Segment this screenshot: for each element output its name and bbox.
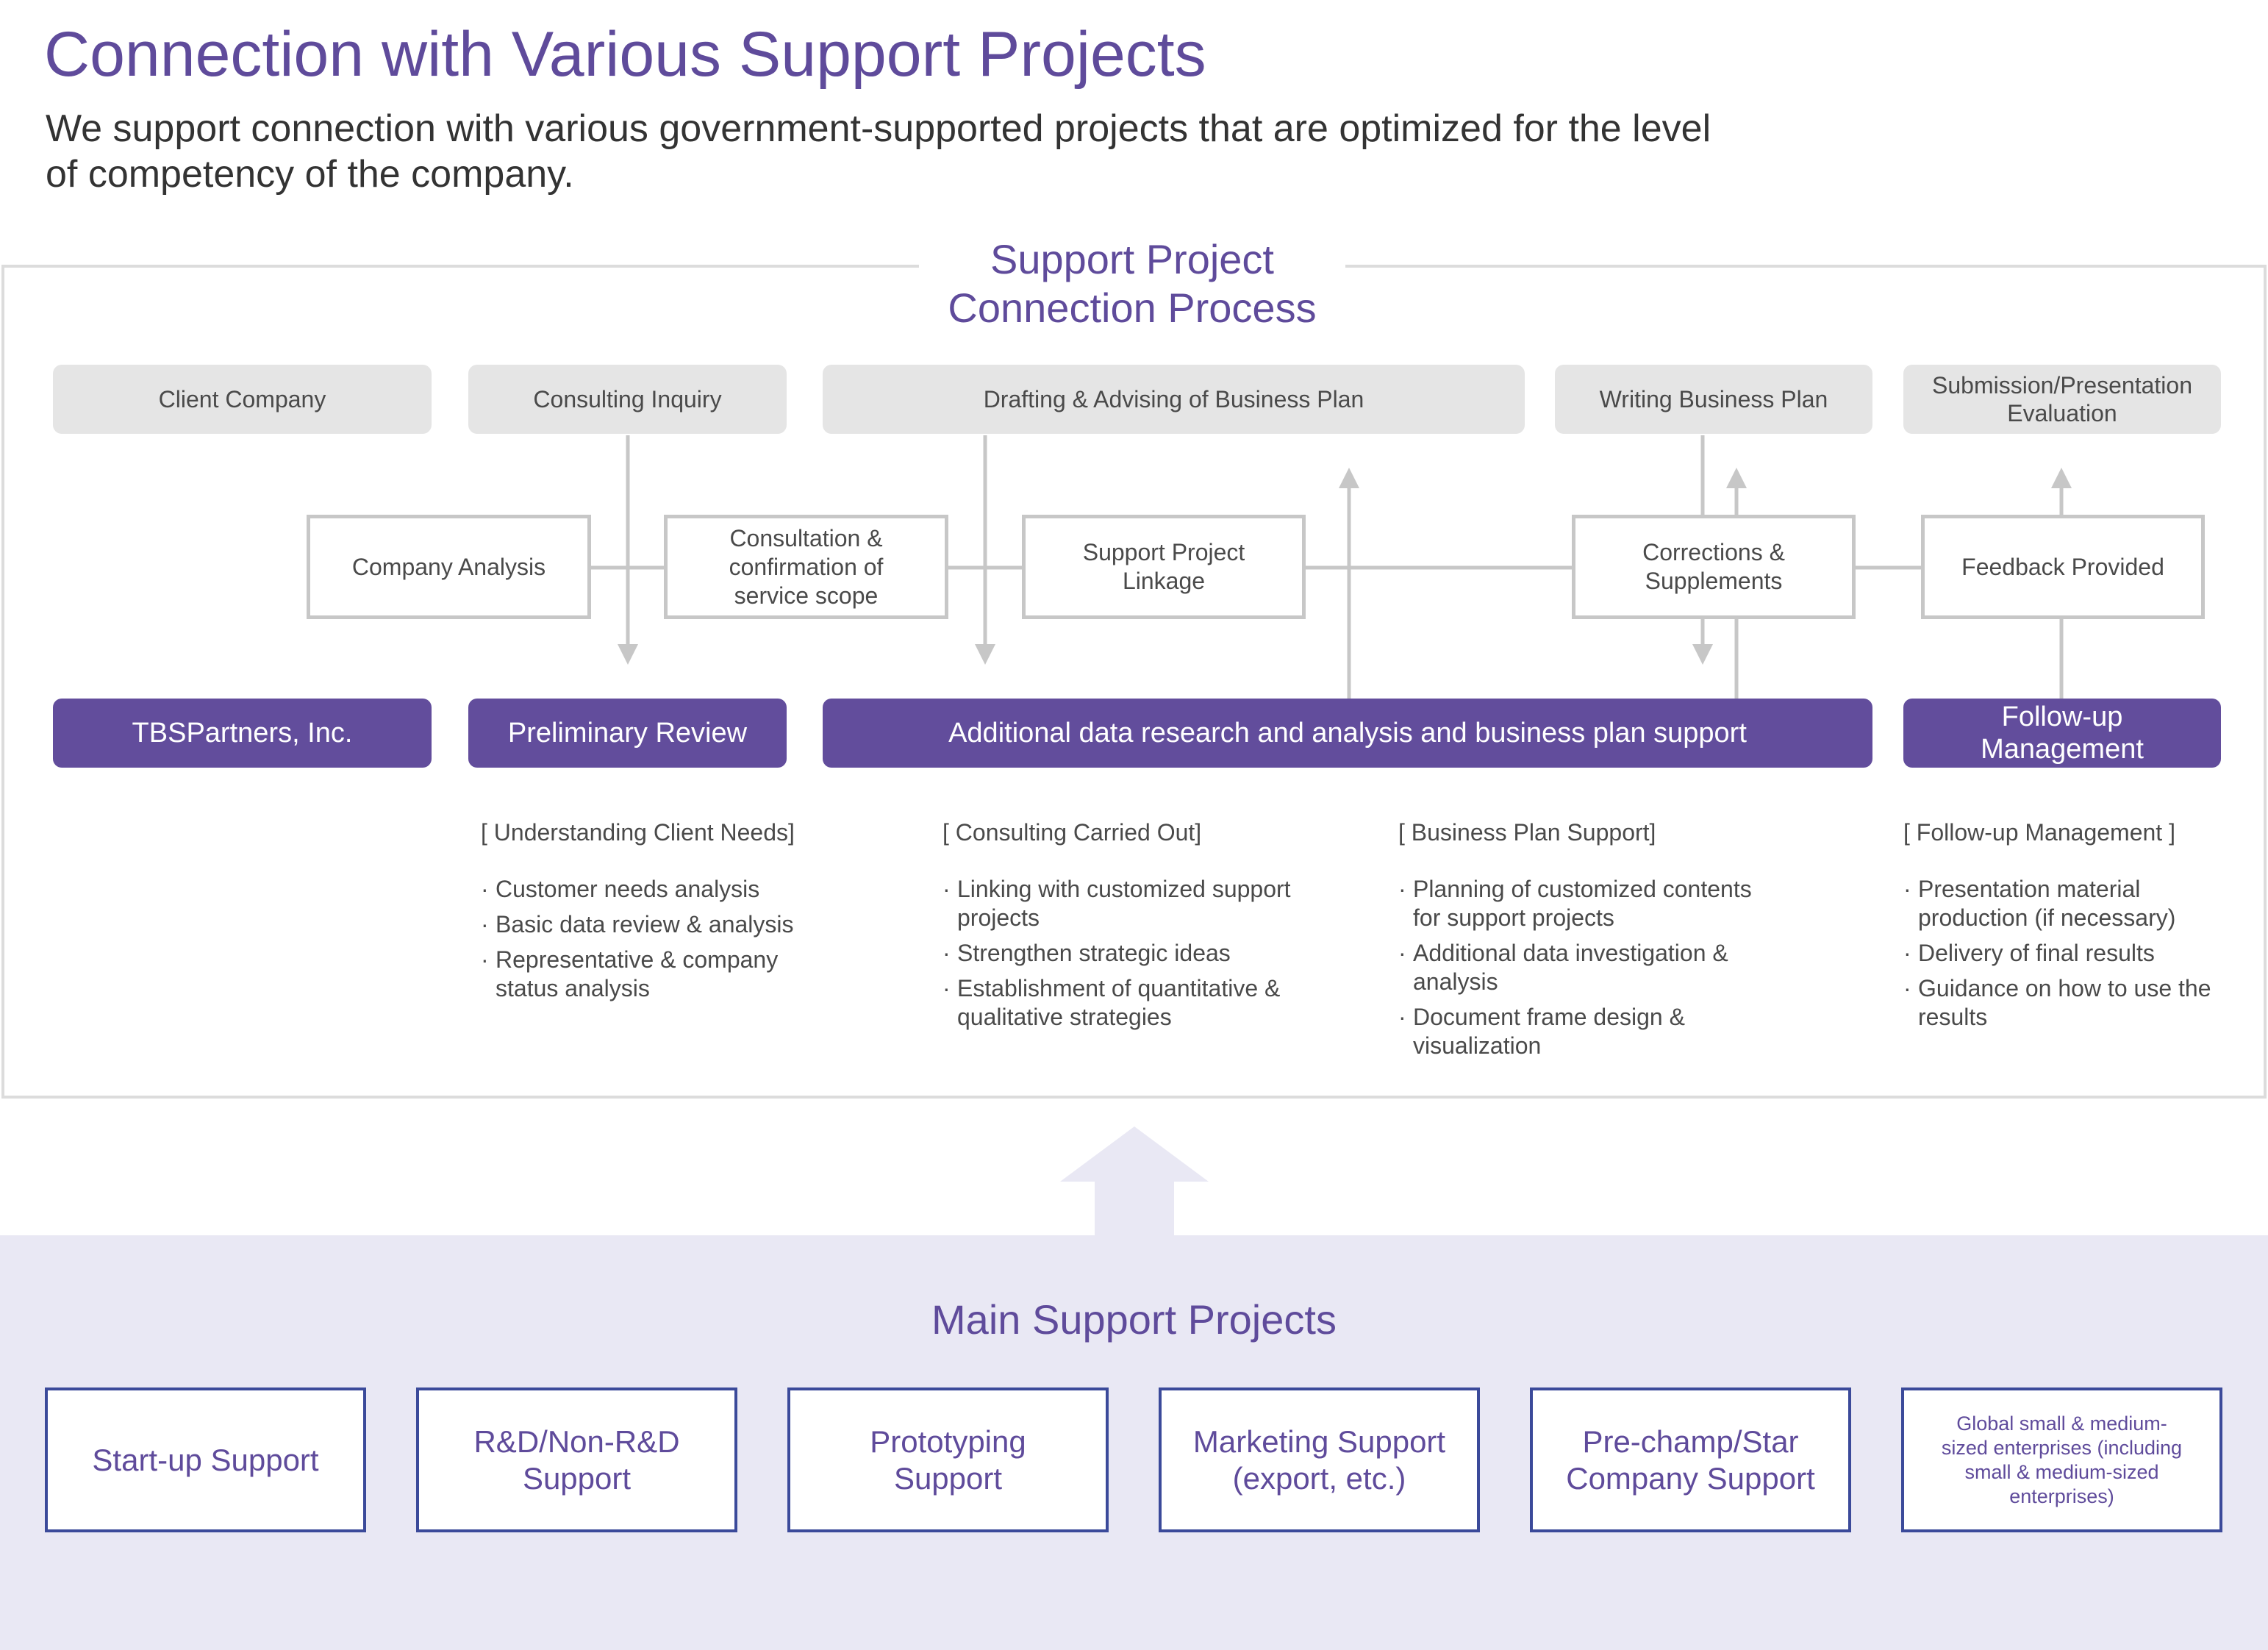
- step-drafting-business-plan: Drafting & Advising of Business Plan: [823, 365, 1525, 434]
- detail-item: ·Representative & company status analysi…: [481, 946, 779, 1001]
- detail-item: ·Basic data review & analysis: [481, 911, 794, 938]
- detail-heading: [ Business Plan Support]: [1398, 819, 1656, 846]
- support-card-prechamp: Pre-champ/Star Company Support: [1530, 1388, 1851, 1532]
- detail-item: ·Customer needs analysis: [481, 876, 760, 902]
- support-card-marketing: Marketing Support (export, etc.): [1159, 1388, 1480, 1532]
- detail-item: ·Additional data investigation & analysi…: [1398, 940, 1728, 995]
- step-consulting-inquiry: Consulting Inquiry: [468, 365, 787, 434]
- process-title: Support Project Connection Process: [919, 235, 1345, 332]
- arrow-up-icon: [1339, 468, 1359, 488]
- detail-heading: [ Follow-up Management ]: [1903, 819, 2175, 846]
- main-support-title: Main Support Projects: [931, 1296, 1337, 1343]
- detail-item: ·Guidance on how to use the results: [1903, 975, 2211, 1030]
- big-up-arrow-icon: [1060, 1126, 1209, 1240]
- detail-item: ·Establishment of quantitative & qualita…: [942, 975, 1281, 1030]
- support-card-startup: Start-up Support: [45, 1388, 366, 1532]
- step-client-company: Client Company: [53, 365, 432, 434]
- arrow-up-icon: [1726, 468, 1747, 488]
- detail-column-consulting: [ Consulting Carried Out] ·Linking with …: [942, 818, 1354, 1038]
- arrow-down-icon: [618, 644, 638, 665]
- support-card-global-sme: Global small & medium- sized enterprises…: [1901, 1388, 2222, 1532]
- page-subtitle: We support connection with various gover…: [46, 107, 1711, 196]
- support-card-rnd: R&D/Non-R&D Support: [416, 1388, 737, 1532]
- step-corrections-supplements: Corrections & Supplements: [1572, 515, 1856, 619]
- step-company-analysis: Company Analysis: [307, 515, 591, 619]
- stage-business-plan-support: Additional data research and analysis an…: [823, 699, 1872, 768]
- arrow-down-icon: [1692, 644, 1713, 665]
- detail-heading: [ Understanding Client Needs]: [481, 819, 795, 846]
- detail-column-follow-up: [ Follow-up Management ] ·Presentation m…: [1903, 818, 2249, 1038]
- stage-tbspartners: TBSPartners, Inc.: [53, 699, 432, 768]
- detail-column-client-needs: [ Understanding Client Needs] ·Customer …: [481, 818, 834, 1010]
- arrow-down-icon: [975, 644, 995, 665]
- arrow-up-icon: [2051, 468, 2072, 488]
- detail-heading: [ Consulting Carried Out]: [942, 819, 1202, 846]
- detail-item: ·Delivery of final results: [1903, 940, 2155, 966]
- detail-item: ·Presentation material production (if ne…: [1903, 876, 2176, 931]
- stage-follow-up-management: Follow-up Management: [1903, 699, 2221, 768]
- main-support-band: [0, 1235, 2268, 1650]
- step-writing-business-plan: Writing Business Plan: [1555, 365, 1872, 434]
- support-card-prototyping: Prototyping Support: [787, 1388, 1109, 1532]
- detail-item: ·Planning of customized contents for sup…: [1398, 876, 1752, 931]
- detail-column-business-plan: [ Business Plan Support] ·Planning of cu…: [1398, 818, 1810, 1067]
- page-title: Connection with Various Support Projects: [44, 19, 1206, 90]
- detail-item: ·Document frame design & visualization: [1398, 1004, 1685, 1059]
- detail-item: ·Strengthen strategic ideas: [942, 940, 1231, 966]
- step-submission-evaluation: Submission/Presentation Evaluation: [1903, 365, 2221, 434]
- step-consultation-scope: Consultation & confirmation of service s…: [664, 515, 948, 619]
- detail-item: ·Linking with customized support project…: [942, 876, 1291, 931]
- step-support-project-linkage: Support Project Linkage: [1022, 515, 1306, 619]
- stage-preliminary-review: Preliminary Review: [468, 699, 787, 768]
- step-feedback-provided: Feedback Provided: [1921, 515, 2205, 619]
